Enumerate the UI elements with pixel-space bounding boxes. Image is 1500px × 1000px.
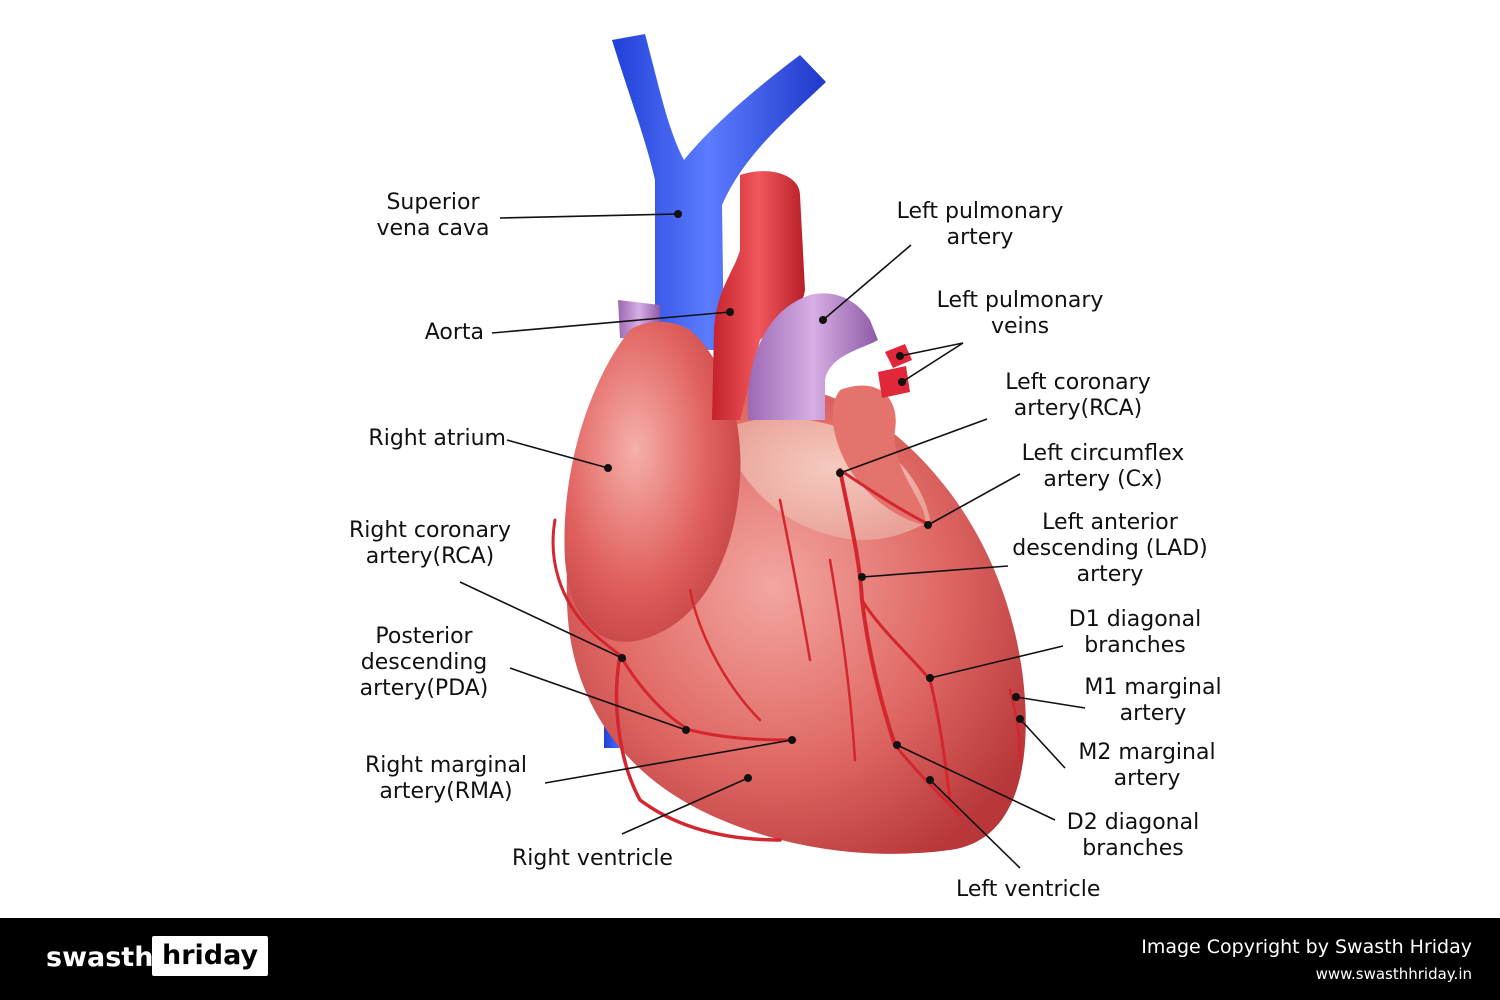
label-left-pulmonary-veins: Left pulmonary veins (936, 288, 1104, 339)
pulmonary-trunk (747, 293, 878, 420)
leader-dots (604, 210, 1024, 784)
right-atrium-shape (564, 321, 741, 642)
label-left-ventricle: Left ventricle (956, 877, 1101, 902)
leader-lines (459, 213, 1086, 869)
heart-illustration (459, 34, 1086, 869)
label-right-coronary-artery: Right coronary artery(RCA) (349, 518, 511, 569)
left-pulmonary-vein-lower (878, 366, 910, 398)
label-left-circumflex-artery: Left circumflex artery (Cx) (1021, 441, 1185, 492)
label-right-atrium: Right atrium (368, 426, 506, 451)
label-left-anterior-descending: Left anterior descending (LAD) artery (1012, 510, 1208, 587)
aorta-vessel (712, 171, 805, 420)
footer-bar: swasth hriday Image Copyright by Swasth … (0, 918, 1500, 1000)
website-url: www.swasthhriday.in (1315, 965, 1472, 983)
label-d2-diagonal: D2 diagonal branches (1066, 810, 1200, 861)
brand-logo-part2: hriday (152, 936, 269, 976)
copyright-text: Image Copyright by Swasth Hriday (1141, 936, 1472, 958)
label-left-pulmonary-artery: Left pulmonary artery (896, 199, 1064, 250)
label-right-marginal-artery: Right marginal artery(RMA) (364, 753, 528, 804)
left-atrial-appendage (832, 385, 926, 525)
label-m2-marginal: M2 marginal artery (1078, 740, 1216, 791)
label-posterior-descending-artery: Posterior descending artery(PDA) (359, 624, 489, 701)
label-aorta: Aorta (424, 320, 484, 345)
label-right-ventricle: Right ventricle (512, 846, 673, 871)
label-d1-diagonal: D1 diagonal branches (1068, 607, 1202, 658)
label-m1-marginal: M1 marginal artery (1084, 675, 1222, 726)
brand-logo-part1: swasth (46, 942, 154, 973)
heart-diagram: Superior vena cava Aorta Right atrium Ri… (349, 34, 1222, 902)
label-superior-vena-cava: Superior vena cava (376, 190, 490, 241)
superior-vena-cava-vessel (612, 34, 826, 350)
label-left-coronary-artery: Left coronary artery(RCA) (1005, 370, 1151, 421)
